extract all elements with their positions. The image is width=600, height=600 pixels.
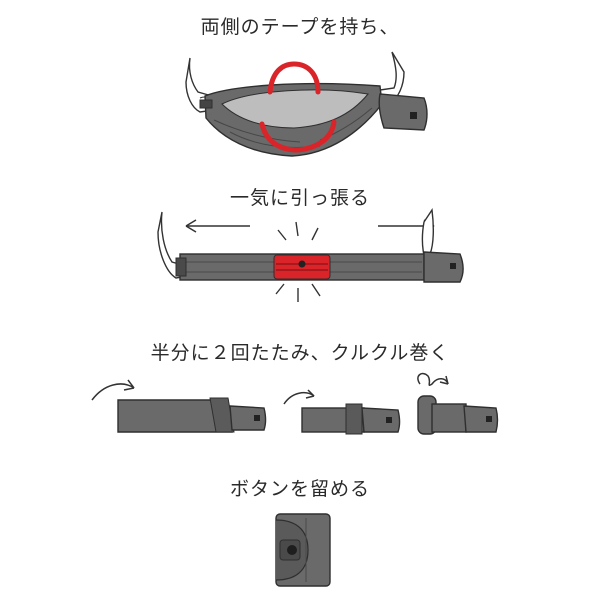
step-1-illustration (185, 51, 428, 157)
burst-lines (275, 221, 321, 302)
button-snap-icon (410, 112, 417, 119)
red-handle (267, 61, 321, 95)
arrow-left-icon (185, 219, 250, 233)
step-4-illustration (275, 513, 331, 587)
button-snap-icon (287, 545, 297, 555)
curved-arrow-icon (283, 391, 315, 405)
pouch-flap (378, 93, 428, 131)
step-2-illustration (157, 208, 464, 302)
pouch-flap (463, 405, 499, 433)
step-4-caption: ボタンを留める (229, 478, 370, 500)
step-3-illustration (91, 372, 499, 435)
button-snap-icon (298, 260, 306, 268)
step-1-caption: 両側のテープを持ち、 (200, 16, 400, 38)
pouch-flap (229, 405, 267, 431)
red-handle (259, 119, 337, 153)
step-2-caption: 一気に引っ張る (229, 187, 370, 209)
pouch-flap (423, 251, 464, 283)
pouch-flap (361, 407, 401, 433)
step-3-caption: 半分に２回たたみ、クルクル巻く (150, 342, 450, 364)
curved-arrow-icon (91, 383, 135, 401)
roll-arrow-icon (417, 372, 449, 387)
